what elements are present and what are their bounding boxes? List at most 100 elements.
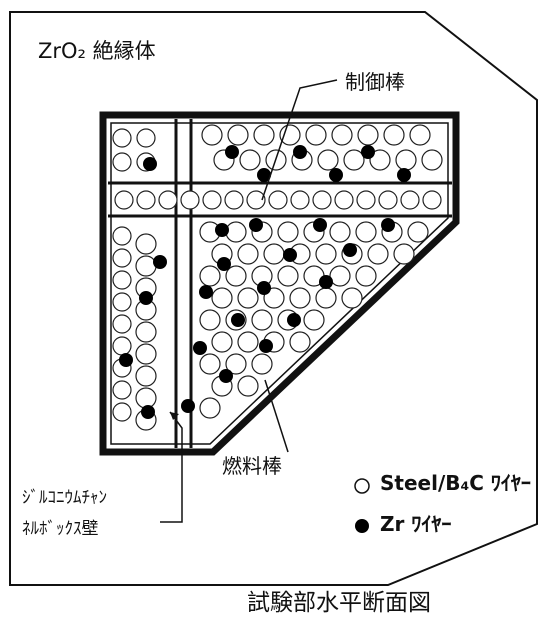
fuel-rod [211,287,233,309]
fuel-rod [135,387,157,409]
zr-wire [361,145,375,159]
fuel-rod [135,365,157,387]
insulator-label: ZrO₂ 絶縁体 [38,39,156,63]
channel-rod [114,190,134,210]
fuel-rod [239,149,261,171]
fuel-rod [343,149,365,171]
fuel-rod [253,124,275,146]
channel-rod [112,314,132,334]
channel-rod [268,190,288,210]
fuel-rod [237,375,259,397]
channel-box [99,111,460,456]
fuel-rod [277,265,299,287]
control-rod-leader [261,79,338,201]
fuel-rod [393,243,415,265]
legend-steel-label: Steel/B₄C ﾜｲﾔｰ [380,471,531,495]
fuel-rod [135,321,157,343]
fuel-rod [135,255,157,277]
zr-wire [293,145,307,159]
zr-wire [217,257,231,271]
steel-wire-rod [112,128,132,148]
zr-wire [231,313,245,327]
channel-rod [246,190,266,210]
channel-box-label-line2: ﾈﾙﾎﾞｯｸｽ壁 [22,519,99,539]
channel-rod [112,336,132,356]
fuel-rod [237,331,259,353]
zr-wire [199,285,213,299]
zr-wire [219,369,233,383]
fuel-rod [277,221,299,243]
channel-box-inner-wall [110,122,449,445]
fuel-rod-label: 燃料棒 [222,454,282,478]
fuel-rod [367,243,389,265]
fuel-rod [409,124,431,146]
fuel-rod [341,287,363,309]
channel-rod [180,190,200,210]
steel-wire-rod [112,152,132,172]
steel-wire-rod [136,128,156,148]
zr-wire [119,353,133,367]
fuel-rod [211,331,233,353]
fuel-rod [315,287,337,309]
zr-wire [381,218,395,232]
fuel-rod [355,221,377,243]
channel-rod [334,190,354,210]
zr-wire [257,168,271,182]
fuel-rod [251,353,273,375]
zr-wire [215,223,229,237]
channel-rod [112,402,132,422]
channel-rod [422,190,442,210]
fuel-rod-leader [264,379,289,453]
channel-rod [356,190,376,210]
fuel-rod [289,331,311,353]
fuel-rod [369,149,391,171]
fuel-rod [303,309,325,331]
fuel-rod [199,353,221,375]
fuel-rod [407,221,429,243]
fuel-rod [263,287,285,309]
fuel-rod [329,221,351,243]
channel-rod [158,190,178,210]
fuel-rod [199,265,221,287]
zr-wire [143,157,157,171]
zr-wire [259,339,273,353]
zr-wire [287,313,301,327]
channel-rod [136,190,156,210]
fuel-rod [357,124,379,146]
zr-wire [139,291,153,305]
fuel-rod [279,124,301,146]
fuel-rod [383,124,405,146]
zr-wire [141,405,155,419]
zr-wire [181,399,195,413]
fuel-rod [317,149,339,171]
zr-wire [319,275,333,289]
zr-wire [329,168,343,182]
channel-rod [112,248,132,268]
channel-rod [224,190,244,210]
channel-rod [202,190,222,210]
zr-wire [313,218,327,232]
channel-box-leader-arrow [170,412,179,420]
fuel-rod [135,343,157,365]
fuel-rod [331,124,353,146]
fuel-rod [329,265,351,287]
channel-rod [112,292,132,312]
zr-wire [193,341,207,355]
fuel-rod [395,149,417,171]
fuel-rod [237,243,259,265]
fuel-rod [225,265,247,287]
channel-rod [112,380,132,400]
zr-wire [343,243,357,257]
zr-wire [257,281,271,295]
fuel-rod [251,309,273,331]
fuel-rod [201,124,223,146]
legend-zr-label: Zr ﾜｲﾔｰ [380,512,452,536]
legend-steel-marker [354,478,370,494]
fuel-rod [237,287,259,309]
fuel-rod [289,287,311,309]
insulator-outline [9,11,538,586]
diagram-caption: 試験部水平断面図 [247,590,431,616]
channel-rod [378,190,398,210]
